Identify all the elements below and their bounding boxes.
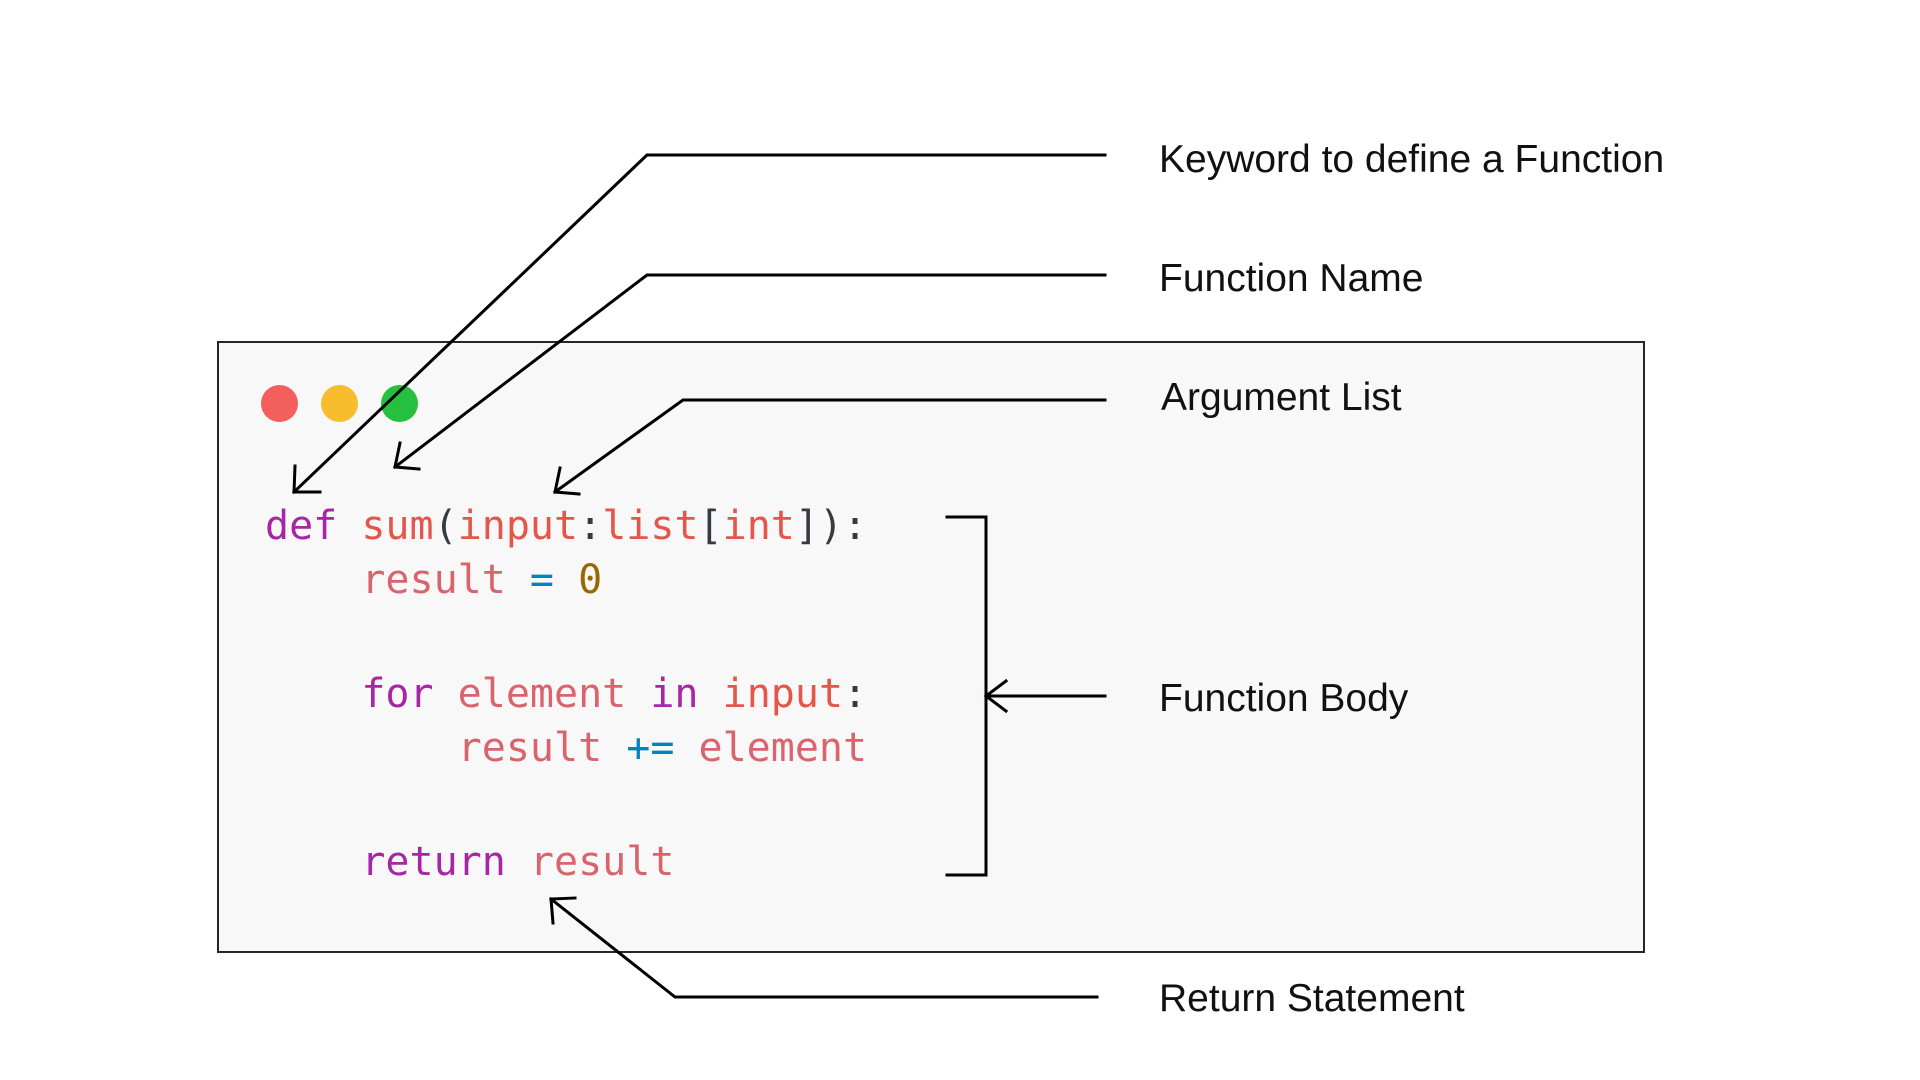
- code-token-punct: ]):: [794, 503, 868, 549]
- close-dot-icon[interactable]: [261, 385, 298, 422]
- code-line: def sum(input:list[int]):: [265, 499, 867, 553]
- function-body-label: Function Body: [1159, 677, 1409, 720]
- code-token-ident: sum: [361, 503, 434, 549]
- code-window: def sum(input:list[int]): result = 0 for…: [217, 341, 1645, 953]
- function-name-arrowhead-icon: [393, 441, 421, 471]
- code-token-num: 0: [578, 557, 603, 603]
- code-token-punct: :: [843, 671, 868, 717]
- code-token-var: element: [457, 671, 627, 717]
- code-token-ident: input: [457, 503, 579, 549]
- code-token-ident: int: [722, 503, 795, 549]
- code-token-op: =: [529, 557, 555, 603]
- code-line: result += element: [265, 721, 867, 775]
- code-line: return result: [265, 835, 867, 889]
- return-leader-line: [548, 896, 1099, 999]
- code-token-var: result: [361, 557, 506, 603]
- code-line: result = 0: [265, 553, 867, 607]
- function-body-bracket: [945, 515, 988, 877]
- code-token-punct: :: [578, 503, 603, 549]
- code-token-kw: def: [265, 503, 338, 549]
- argument-list-label: Argument List: [1161, 376, 1402, 419]
- function-body-arrowhead-icon: [983, 678, 1009, 714]
- argument-list-leader-line: [552, 398, 1107, 495]
- code-token-kw: for: [361, 671, 434, 717]
- code-line: for element in input:: [265, 667, 867, 721]
- function-name-leader-line: [392, 273, 1107, 470]
- code-token-var: result: [529, 839, 675, 885]
- function-name-label: Function Name: [1159, 257, 1424, 300]
- keyword-leader-line: [291, 153, 1107, 495]
- return-arrowhead-icon: [549, 896, 577, 925]
- minimize-dot-icon[interactable]: [321, 385, 358, 422]
- keyword-label: Keyword to define a Function: [1159, 138, 1665, 181]
- code-token-var: element: [698, 725, 868, 771]
- code-token-ident: input: [722, 671, 844, 717]
- code-block: def sum(input:list[int]): result = 0 for…: [265, 499, 867, 889]
- code-token-ident: list: [602, 503, 699, 549]
- argument-list-arrowhead-icon: [553, 466, 581, 496]
- code-token-op: +=: [626, 725, 675, 771]
- code-token-kw: return: [361, 839, 506, 885]
- keyword-arrowhead-icon: [292, 464, 322, 494]
- code-token-var: result: [457, 725, 603, 771]
- return-statement-label: Return Statement: [1159, 977, 1465, 1020]
- code-token-punct: [: [698, 503, 723, 549]
- code-token-punct: (: [433, 503, 458, 549]
- code-token-kw: in: [650, 671, 699, 717]
